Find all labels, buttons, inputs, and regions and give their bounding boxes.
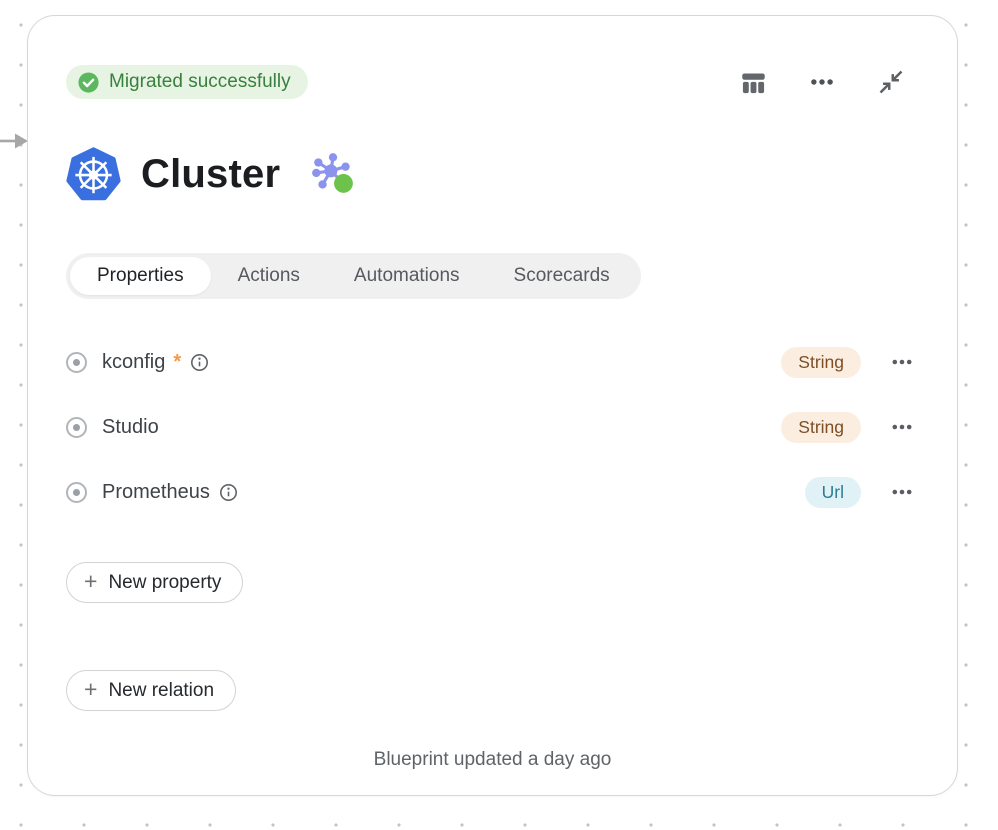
ellipsis-icon <box>811 79 833 85</box>
new-relation-button[interactable]: + New relation <box>66 670 237 711</box>
info-icon <box>219 483 237 501</box>
tab-scorecards[interactable]: Scorecards <box>487 257 637 295</box>
property-menu-button[interactable] <box>885 480 919 504</box>
collapse-icon <box>879 70 903 94</box>
property-row[interactable]: Studio String <box>66 407 919 447</box>
kubernetes-icon <box>66 146 121 200</box>
plus-icon: + <box>84 676 98 702</box>
more-options-button[interactable] <box>807 67 837 97</box>
collapse-button[interactable] <box>875 66 907 98</box>
check-circle-icon <box>78 71 99 93</box>
graph-network-icon[interactable] <box>310 151 356 197</box>
table-view-button[interactable] <box>738 67 769 98</box>
toolbar <box>738 66 919 98</box>
plus-icon: + <box>84 568 98 594</box>
property-handle-icon <box>66 351 87 373</box>
tab-automations[interactable]: Automations <box>327 257 487 295</box>
ellipsis-icon <box>892 424 912 430</box>
new-property-label: New property <box>108 571 222 593</box>
page-title: Cluster <box>141 151 281 196</box>
required-asterisk: * <box>173 350 182 373</box>
ellipsis-icon <box>892 489 912 495</box>
status-badge: Migrated successfully <box>66 65 308 99</box>
property-menu-button[interactable] <box>885 350 919 374</box>
property-name: Prometheus <box>102 480 210 503</box>
property-type-badge: String <box>781 411 861 443</box>
tab-actions[interactable]: Actions <box>211 257 327 295</box>
property-row[interactable]: Prometheus Url <box>66 472 919 512</box>
property-handle-icon <box>66 481 87 503</box>
tab-properties[interactable]: Properties <box>70 257 211 295</box>
property-handle-icon <box>66 416 87 438</box>
property-list: kconfig * String Stud <box>66 342 919 512</box>
incoming-edge-arrow <box>0 133 28 149</box>
property-name: kconfig <box>102 350 166 373</box>
table-view-icon <box>742 73 765 93</box>
new-property-button[interactable]: + New property <box>66 562 244 603</box>
property-row[interactable]: kconfig * String <box>66 342 919 382</box>
ellipsis-icon <box>892 359 912 365</box>
property-type-badge: String <box>781 346 861 378</box>
tab-bar: Properties Actions Automations Scorecard… <box>66 253 641 299</box>
info-icon <box>191 353 209 371</box>
property-type-badge: Url <box>804 476 861 508</box>
title-row: Cluster <box>66 146 919 202</box>
property-menu-button[interactable] <box>885 415 919 439</box>
card-header: Migrated successfully <box>66 64 919 100</box>
status-badge-label: Migrated successfully <box>109 71 291 92</box>
new-relation-label: New relation <box>108 679 215 701</box>
property-name: Studio <box>102 415 159 438</box>
footer-status: Blueprint updated a day ago <box>373 749 612 770</box>
blueprint-card: Migrated successfully <box>27 15 958 796</box>
